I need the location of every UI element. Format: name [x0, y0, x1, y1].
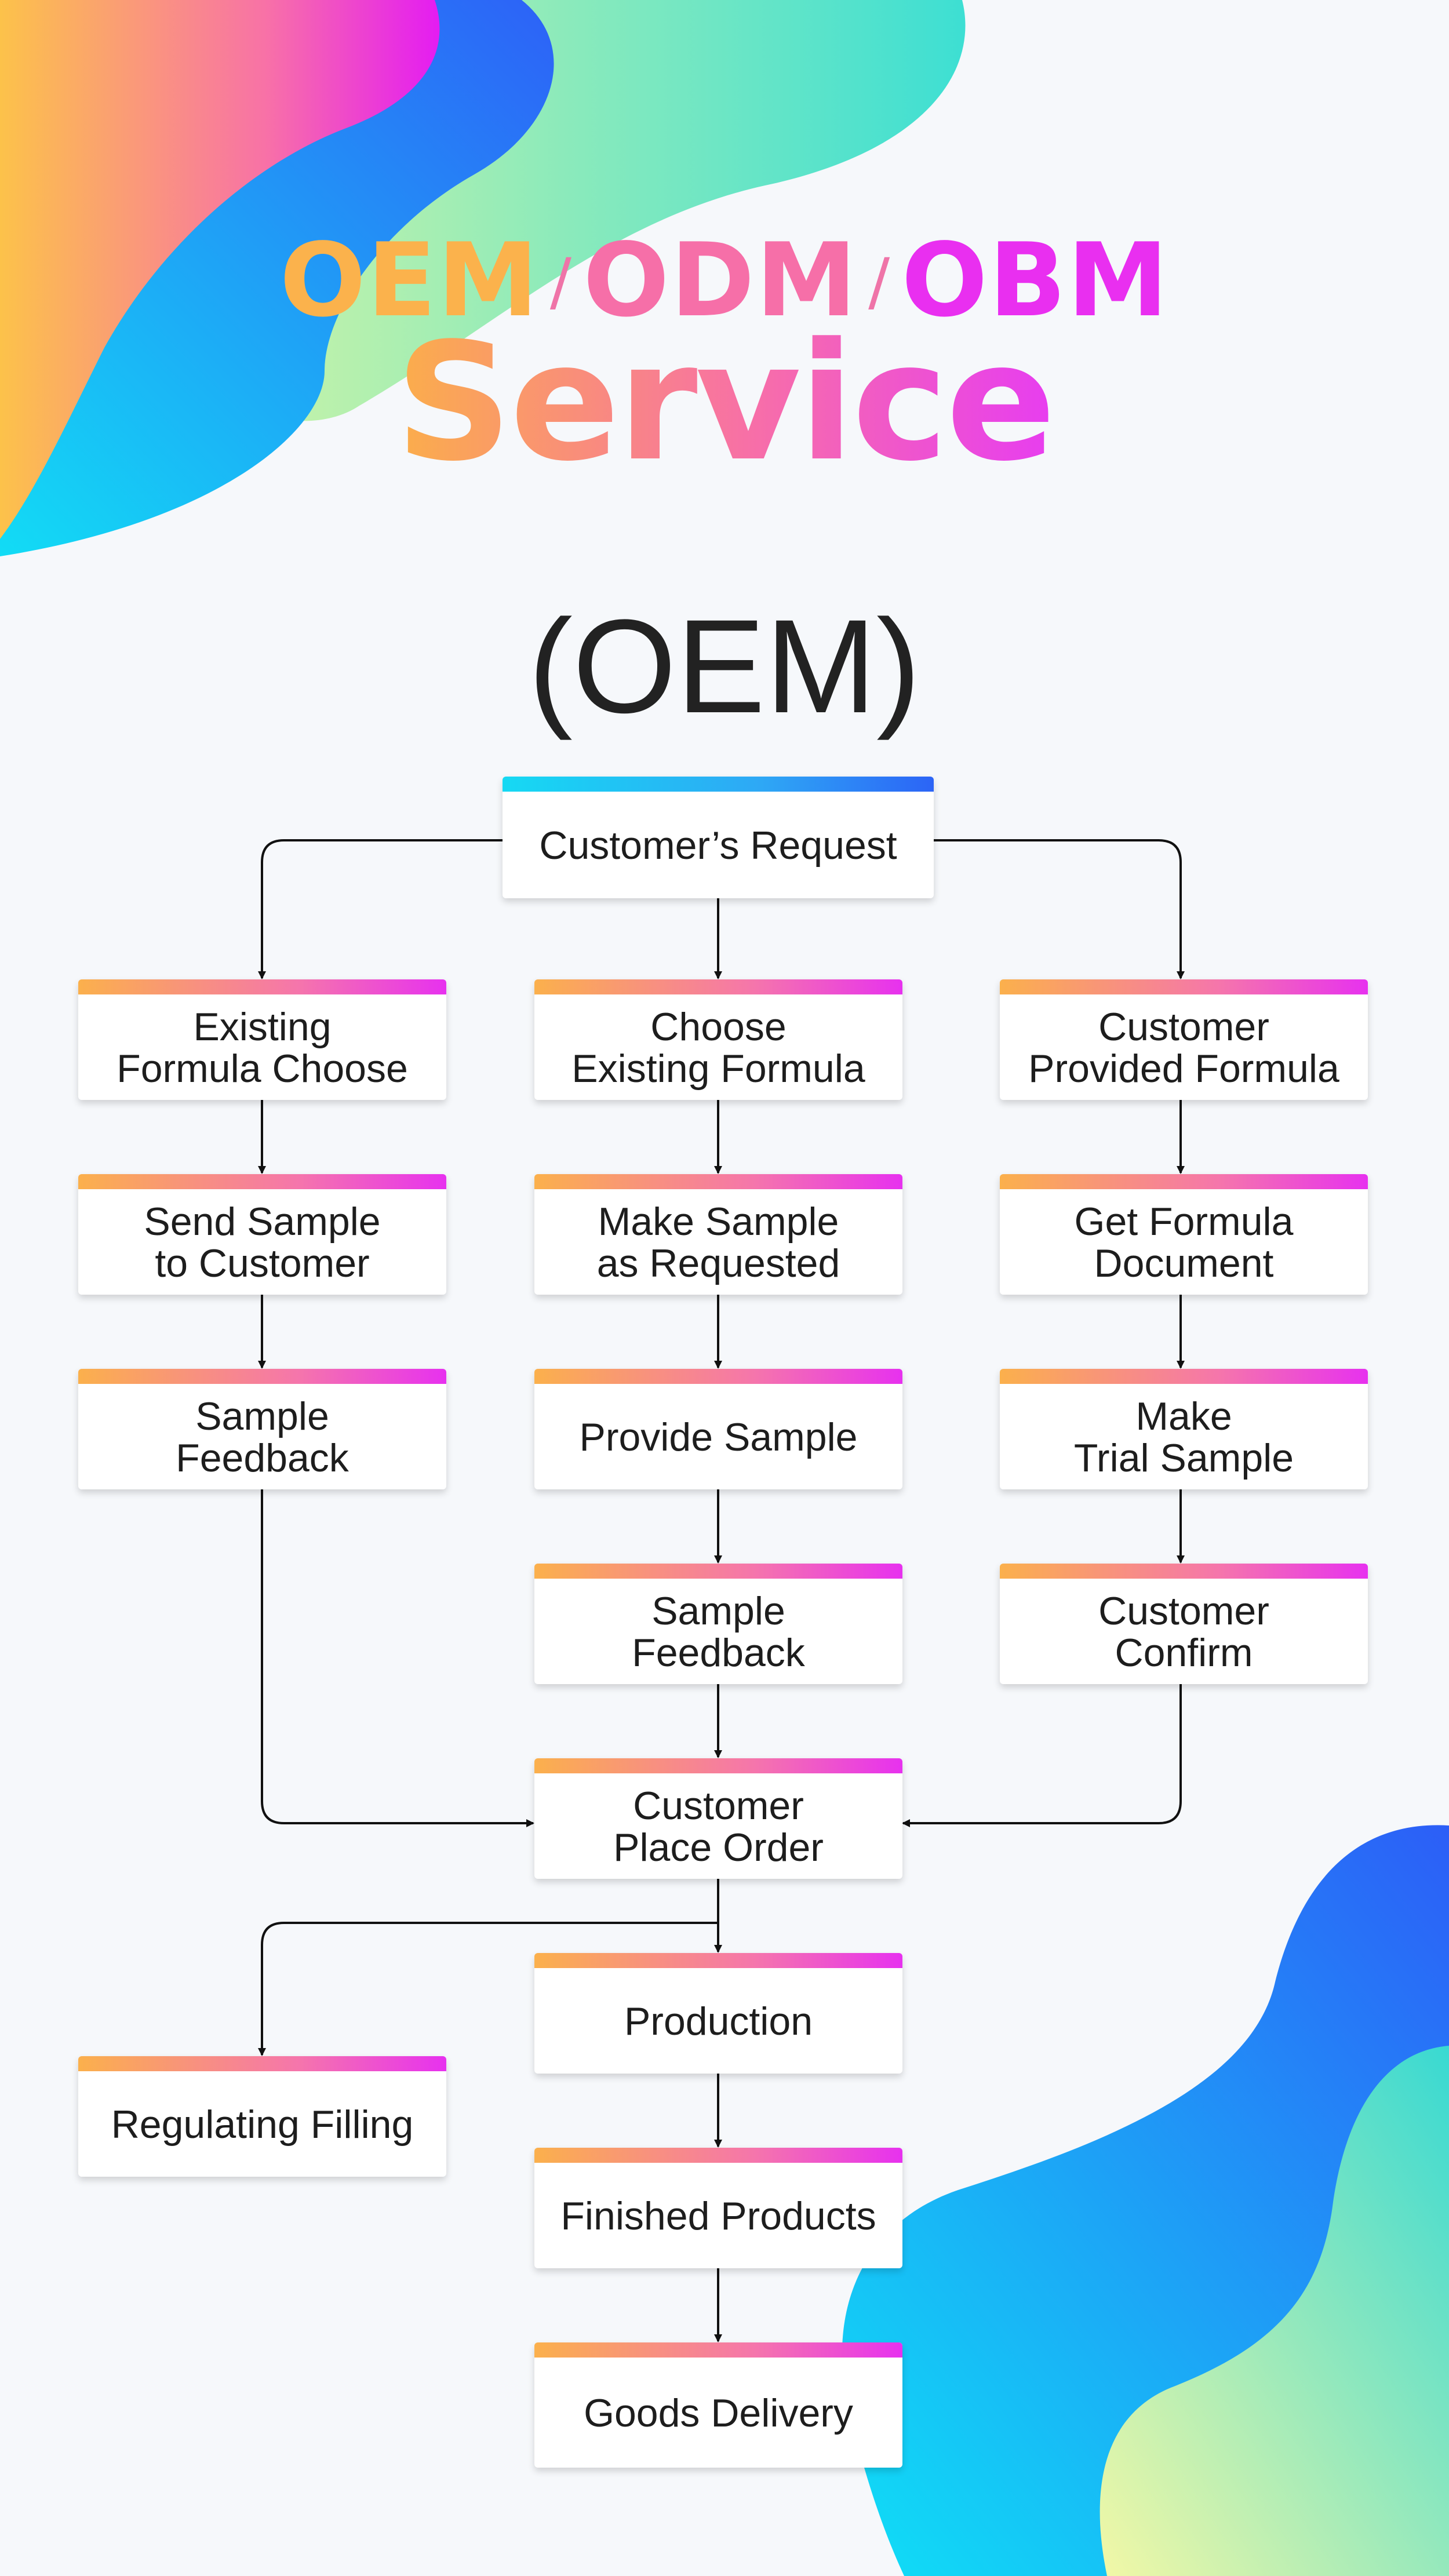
separator-slash: /	[549, 245, 573, 319]
node-finished-products: Finished Products	[534, 2148, 902, 2268]
service-title: Service	[0, 316, 1449, 490]
node-send-sample: Send Sample to Customer	[78, 1174, 446, 1295]
node-provide-sample: Provide Sample	[534, 1369, 902, 1489]
node-customer-place-order: Customer Place Order	[534, 1758, 902, 1879]
node-goods-delivery: Goods Delivery	[534, 2342, 902, 2468]
oem-label: OEM	[279, 222, 540, 340]
connector-request-left	[258, 839, 512, 979]
node-customer-provided-formula: Customer Provided Formula	[1000, 979, 1368, 1100]
section-title: (OEM)	[528, 592, 921, 741]
odm-label: ODM	[582, 222, 858, 340]
node-choose-existing-formula: Choose Existing Formula	[534, 979, 902, 1100]
node-make-sample: Make Sample as Requested	[534, 1174, 902, 1295]
node-sample-feedback-left: Sample Feedback	[78, 1369, 446, 1489]
node-get-formula-document: Get Formula Document	[1000, 1174, 1368, 1295]
separator-slash: /	[868, 245, 891, 319]
node-production: Production	[534, 1953, 902, 2074]
node-make-trial-sample: Make Trial Sample	[1000, 1369, 1368, 1489]
connector-request-right	[922, 839, 1185, 979]
node-customer-confirm: Customer Confirm	[1000, 1564, 1368, 1684]
node-regulating-filling: Regulating Filling	[78, 2056, 446, 2177]
node-existing-formula-choose: Existing Formula Choose	[78, 979, 446, 1100]
node-customer-request: Customer’s Request	[503, 777, 934, 898]
connector-right-to-order	[902, 1675, 1182, 1827]
obm-label: OBM	[901, 222, 1170, 340]
connector-left-to-order	[261, 1481, 534, 1827]
connector-order-to-regulating	[258, 1922, 718, 2056]
service-types-heading: OEM/ODM/OBM	[0, 223, 1449, 340]
top-decoration-blob	[0, 0, 966, 556]
service-title-text: Service	[395, 308, 1056, 497]
node-sample-feedback-mid: Sample Feedback	[534, 1564, 902, 1684]
